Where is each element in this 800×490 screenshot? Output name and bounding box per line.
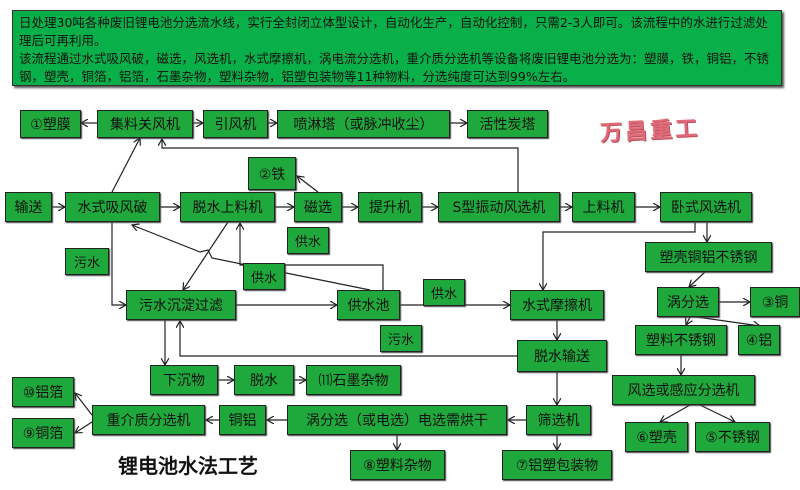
node-crusher: 水式吸风破 <box>65 192 160 222</box>
description-line-1: 日处理30吨各种废旧锂电池分选流水线，实行全封闭立体型设计，自动化生产，自动化控… <box>19 15 768 48</box>
node-copper: ③铜 <box>750 287 800 317</box>
node-plastic-shell: ⑥塑壳 <box>625 422 688 452</box>
node-plastic-impurity: ⑧塑料杂物 <box>350 450 445 480</box>
node-dewater-feeder: 脱水上料机 <box>180 192 275 222</box>
node-dense-medium: 重介质分选机 <box>92 405 205 435</box>
node-sewage-filter: 污水沉淀过滤 <box>126 290 236 320</box>
label-sewage: 污水 <box>380 325 422 352</box>
node-graphite: ⑾石墨杂物 <box>306 365 401 395</box>
node-water-pool: 供水池 <box>337 290 400 320</box>
node-stainless: ⑤不锈钢 <box>695 422 770 452</box>
company-logo: 万昌重工 <box>599 115 701 147</box>
node-iron: ②铁 <box>248 157 296 190</box>
node-al-plastic-pack: ⑦铝塑包装物 <box>502 450 612 480</box>
node-cu-foil: ⑨铜箔 <box>12 418 74 448</box>
node-friction-machine: 水式摩擦机 <box>510 290 604 320</box>
label-water-supply: 供水 <box>243 263 285 290</box>
node-screen: 筛选机 <box>526 405 591 435</box>
node-mixed-material: 塑壳铜铝不锈钢 <box>645 242 772 272</box>
node-aluminum: ④铝 <box>738 325 780 355</box>
node-al-foil: ⑩铝箔 <box>12 377 74 407</box>
node-collector: 集料关风机 <box>97 110 193 138</box>
node-plastic-film: ①塑膜 <box>20 110 81 138</box>
label-sewage: 污水 <box>65 248 109 275</box>
node-eddy-separator: 涡分选 <box>657 287 719 317</box>
node-carbon-tower: 活性炭塔 <box>467 110 548 138</box>
label-water-supply: 供水 <box>423 279 465 306</box>
description-panel: 日处理30吨各种废旧锂电池分选流水线，实行全封闭立体型设计，自动化生产，自动化控… <box>12 10 782 86</box>
node-sediment: 下沉物 <box>150 365 218 395</box>
node-air-induction-separator: 风选或感应分选机 <box>612 375 755 405</box>
node-magnetic: 磁选 <box>294 192 342 222</box>
node-cu-al: 铜铝 <box>219 405 266 435</box>
node-dewater-convey: 脱水输送 <box>517 340 607 372</box>
node-dewater: 脱水 <box>234 365 294 395</box>
node-horizontal-separator: 卧式风选机 <box>660 192 752 222</box>
node-s-vibrating: S型振动风选机 <box>438 192 560 222</box>
node-feeder: 上料机 <box>572 192 635 222</box>
node-spray-tower: 喷淋塔（或脉冲收尘） <box>277 110 450 138</box>
label-water-supply: 供水 <box>287 227 329 254</box>
node-convey: 输送 <box>5 192 52 222</box>
description-line-2: 该流程通过水式吸风破，磁选，风选机，水式摩擦机，涡电流分选机，重介质分选机等设备… <box>19 51 770 84</box>
node-fan: 引风机 <box>203 110 268 138</box>
node-eddy-electro: 涡分选（或电选）电选需烘干 <box>287 405 507 435</box>
node-elevator: 提升机 <box>358 192 422 222</box>
diagram-title: 锂电池水法工艺 <box>118 454 258 478</box>
node-plastic-steel: 塑料不锈钢 <box>635 325 727 355</box>
